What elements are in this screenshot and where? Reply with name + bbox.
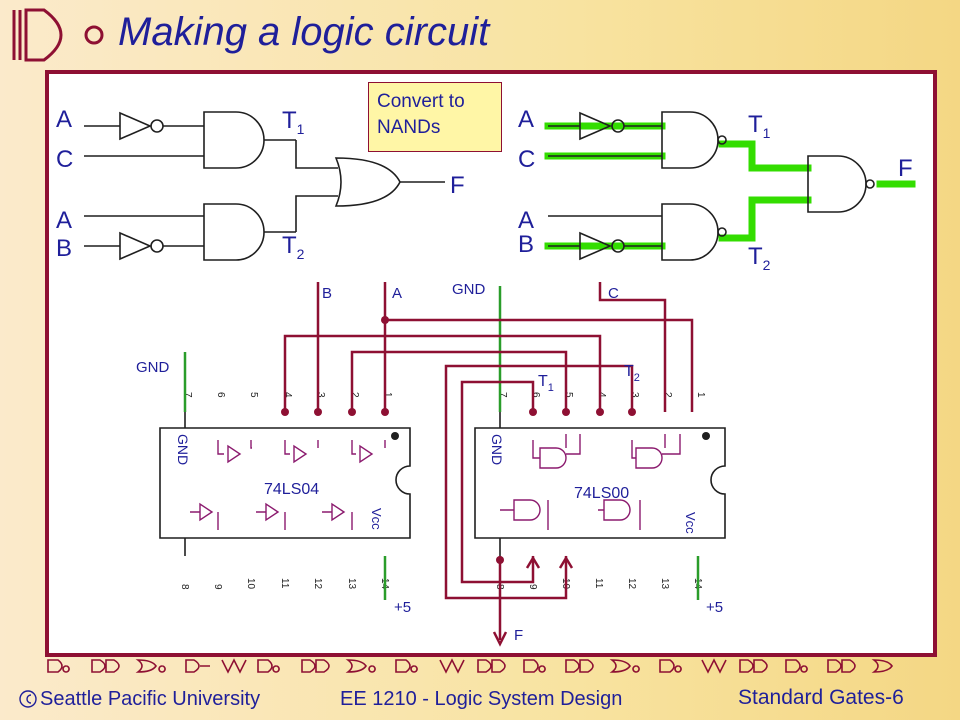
convert-callout: Convert to NANDs [368,82,502,152]
right-input-a1: A [518,106,534,133]
signal-wires [283,282,694,640]
footer-university: Seattle Pacific University [40,688,261,710]
callout-line-1: Convert to [377,91,465,112]
diagram-frame [45,70,937,657]
left-input-c: C [56,146,73,173]
flow-arrows [492,555,574,647]
supply-label-chip1: +5 [394,599,411,616]
left-input-a1: A [56,106,72,133]
power-wires [183,286,700,600]
slide-number: Standard Gates-6 [738,686,904,709]
chip1-gnd-label: GND [175,434,191,465]
chip1-part-label: 74LS04 [264,481,319,498]
svg-text:6: 6 [530,392,541,398]
right-input-c: C [518,146,535,173]
right-output-f: F [898,155,913,182]
decorative-gate-row [47,658,893,674]
svg-text:13: 13 [659,578,670,590]
left-t2-label: T2 [282,232,305,262]
chip-74ls04 [159,412,411,556]
svg-text:9: 9 [212,584,223,590]
chip2-gnd-label: GND [489,434,505,465]
svg-text:3: 3 [629,392,640,398]
left-t1-label: T1 [282,107,305,137]
wire-label-gnd-left: GND [136,359,170,376]
chip1-vcc-label: Vcc [369,508,384,530]
logo-icon [12,8,104,62]
chip2-part-label: 74LS00 [574,485,629,502]
wire-label-f: F [514,627,523,644]
svg-text:11: 11 [593,578,604,589]
copyright-icon [19,690,37,708]
wire-label-t2: T2 [624,363,640,384]
wire-junctions [281,316,636,564]
svg-text:9: 9 [527,584,538,590]
wire-label-a: A [392,285,402,302]
svg-text:3: 3 [315,392,326,398]
svg-text:2: 2 [349,392,360,398]
svg-text:13: 13 [346,578,357,590]
svg-text:5: 5 [563,392,574,398]
wire-label-t1: T1 [538,373,554,394]
right-input-a2: A [518,207,534,234]
svg-text:2: 2 [662,392,673,398]
right-t1-label: T1 [748,111,771,141]
svg-text:4: 4 [596,392,607,398]
page-title: Making a logic circuit [118,10,490,54]
svg-text:5: 5 [248,392,259,398]
chip2-vcc-label: Vcc [683,512,698,534]
left-logic-diagram [84,111,445,261]
svg-text:10: 10 [245,578,256,590]
svg-text:4: 4 [282,392,293,398]
wire-label-b: B [322,285,332,302]
svg-text:7: 7 [497,392,508,398]
svg-text:6: 6 [215,392,226,398]
svg-text:12: 12 [312,578,323,590]
left-input-a2: A [56,207,72,234]
right-t2-label: T2 [748,243,771,273]
wire-label-gnd-top: GND [452,281,486,298]
svg-text:8: 8 [179,584,190,590]
left-input-b: B [56,235,72,262]
left-output-f: F [450,172,465,199]
footer-course: EE 1210 - Logic System Design [340,688,623,710]
svg-text:11: 11 [279,578,290,589]
wire-label-c: C [608,285,619,302]
callout-line-2: NANDs [377,117,441,138]
right-input-b: B [518,231,534,258]
svg-text:1: 1 [695,392,706,398]
right-nand-diagram [548,111,875,261]
svg-text:1: 1 [382,392,393,398]
svg-text:12: 12 [626,578,637,590]
supply-label-chip2: +5 [706,599,723,616]
svg-text:7: 7 [182,392,193,398]
chip-74ls00 [474,412,726,556]
